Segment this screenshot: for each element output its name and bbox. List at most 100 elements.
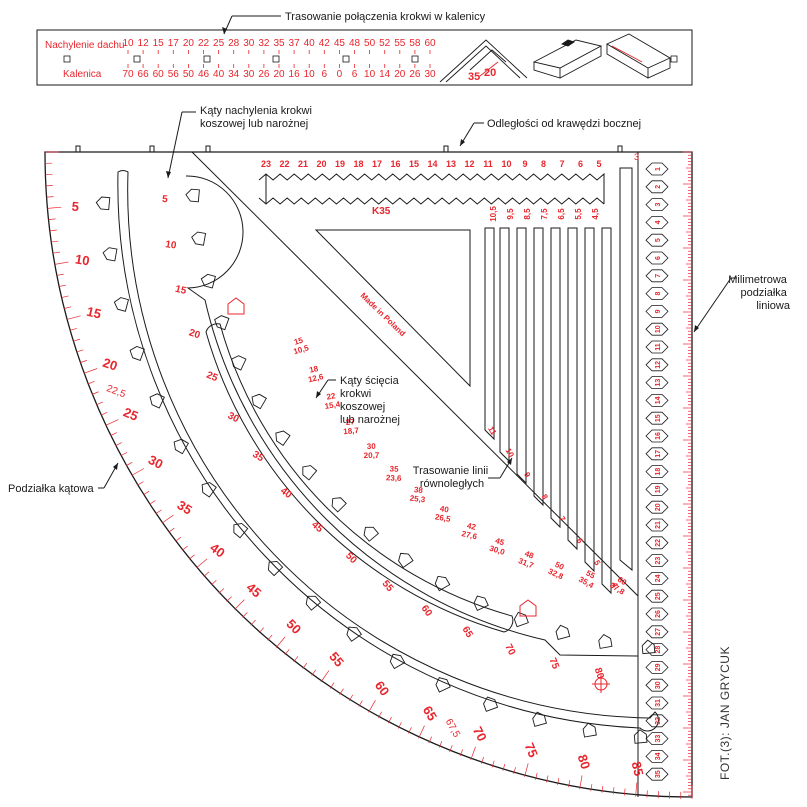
header-row1-value: 58 — [409, 38, 421, 49]
outer-angle-label: 65 — [420, 703, 440, 723]
pointer-pentagon — [231, 355, 247, 371]
pointer-pentagon — [267, 560, 284, 577]
ruler-diamond — [645, 714, 669, 728]
middle-angle-label: 45 — [309, 519, 325, 535]
slot-bottom-label: 11 — [486, 425, 498, 437]
pointer-pentagon — [513, 611, 529, 628]
pointer-pentagon — [346, 626, 362, 642]
pointer-pentagon — [129, 345, 145, 362]
photo-credit: FOT.(3): JAN GRYCUK — [718, 646, 732, 780]
cut-angle-secondary: 27,6 — [461, 529, 479, 542]
pointer-pentagon — [201, 482, 217, 498]
header-row2-value: 50 — [183, 69, 195, 80]
header-row1-value: 45 — [334, 38, 346, 49]
cut-angle-primary: 35 — [389, 464, 399, 473]
outer-angle-label: 70 — [470, 724, 490, 744]
joint-angle-b: 20 — [484, 67, 496, 79]
pointer-pentagon — [102, 247, 118, 262]
pointer-pentagon — [233, 522, 249, 539]
ruler-diamond — [645, 696, 669, 710]
edge-distance-number: 13 — [446, 159, 456, 169]
header-row2-value: 56 — [168, 69, 180, 80]
header-row1-value: 55 — [394, 38, 406, 49]
cut-angle-primary: 50 — [554, 560, 566, 572]
outer-angle-label: 10 — [74, 251, 91, 268]
ruler-number: 13 — [655, 379, 662, 387]
pointer-pentagon — [173, 438, 189, 455]
header-row2-value: 30 — [424, 69, 436, 80]
header-row1-value: 28 — [228, 38, 240, 49]
cut-angle-secondary: 12,6 — [307, 372, 325, 384]
ruler-number: 2 — [655, 185, 662, 189]
cut-block-sketch — [532, 33, 671, 79]
header-row1-value: 12 — [138, 38, 150, 49]
hole-mark — [133, 55, 141, 63]
slot-bottom-label: 6 — [575, 537, 585, 546]
slot-top-label: 9,5 — [506, 208, 515, 220]
ruler-number: 7 — [655, 274, 662, 278]
edge-distance-slot — [584, 227, 595, 573]
ruler-diamond — [645, 411, 669, 425]
header-row1-value: 25 — [213, 38, 225, 49]
ruler-number: 3 — [655, 203, 662, 207]
ruler-number: 33 — [655, 735, 662, 743]
ruler-diamond — [645, 661, 669, 674]
middle-angle-label: 70 — [502, 642, 517, 657]
ruler-number: 32 — [655, 717, 662, 725]
header-strip: Trasowanie połączenia krokwi w kalenicy … — [36, 11, 693, 86]
slot-top-label: 10,5 — [489, 206, 498, 222]
slot-bottom-label: 7 — [557, 515, 567, 524]
edge-distance-number: 15 — [409, 159, 419, 169]
ridge-joint-sketch — [439, 39, 528, 83]
ruler-number: 16 — [655, 432, 662, 440]
header-row2-value: 6 — [352, 69, 358, 80]
ruler-diamond — [645, 678, 669, 692]
ruler-number: 23 — [655, 557, 662, 565]
ruler-number: 34 — [655, 752, 662, 760]
outer-half-angle-label: 22,5 — [105, 383, 127, 400]
cut-angle-primary: 18 — [308, 364, 319, 375]
cut-angle-secondary: 30,0 — [488, 544, 506, 557]
header-row2-value: 46 — [198, 69, 210, 80]
millimeter-ruler-ticks — [683, 151, 692, 796]
cut-angle-primary: 40 — [439, 504, 450, 514]
ruler-diamond — [645, 358, 669, 372]
edge-distance-number: 10 — [501, 159, 511, 169]
slot-top-label: 7,5 — [540, 208, 549, 220]
callout-parallel-lines: Trasowanie linii równoległych — [413, 465, 491, 490]
pointer-pentagon — [532, 711, 547, 727]
header-row2-value: 10 — [364, 69, 376, 80]
ruler-number: 31 — [655, 699, 662, 707]
outer-angle-label: 15 — [85, 304, 103, 322]
header-row2-value: 20 — [273, 69, 285, 80]
header-row1-value: 48 — [349, 38, 361, 49]
edge-distance-slot — [499, 227, 510, 463]
cut-angle-pairs: 1510,51812,62215,42718,73020,73523,63825… — [292, 335, 628, 596]
edge-distance-number: 21 — [298, 159, 308, 169]
pointer-pentagon — [113, 297, 130, 312]
cut-angle-secondary: 10,5 — [292, 343, 310, 356]
edge-distance-number: 6 — [578, 159, 583, 169]
ruler-diamond-numbers: 1234567891011121314151617181920212223242… — [645, 162, 669, 781]
cut-angle-primary: 48 — [523, 549, 535, 561]
middle-angle-label: 65 — [460, 625, 475, 641]
outer-angle-label: 45 — [244, 580, 265, 601]
ruler-number: 14 — [655, 396, 662, 404]
ruler-number: 5 — [655, 238, 662, 242]
pointer-pentagon — [331, 497, 347, 513]
slot-bottom-label: 9 — [522, 471, 532, 480]
row1-label: Nachylenie dachu — [45, 40, 125, 51]
header-row1-value: 22 — [198, 38, 210, 49]
pointer-pentagon — [633, 729, 648, 744]
pointer-pentagon — [641, 639, 656, 655]
cut-angle-primary: 22 — [326, 391, 337, 401]
callout-hip-angles-line1: Kąty nachylenia krokwi koszowej lub naro… — [200, 105, 315, 130]
pointer-pentagon — [435, 677, 451, 693]
header-row2-value: 6 — [322, 69, 328, 80]
